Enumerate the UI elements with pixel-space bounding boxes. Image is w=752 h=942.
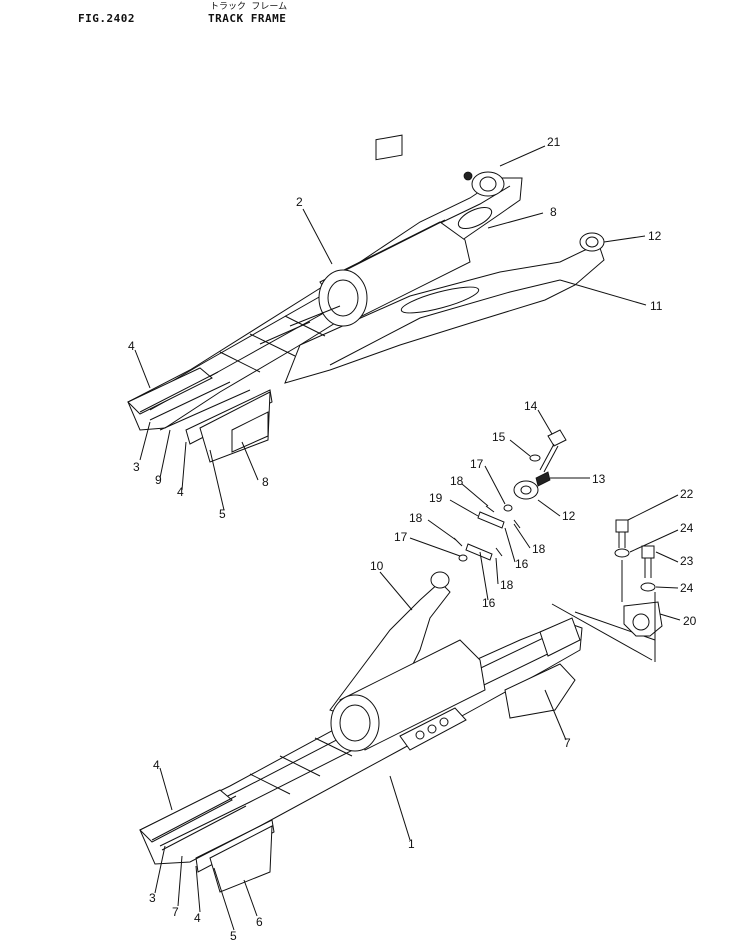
figure-title: TRACK FRAME [208,12,287,25]
callout-9: 9 [155,473,162,487]
callout-12-lower: 12 [562,509,576,523]
callout-17-a: 17 [470,457,484,471]
callout-7-right: 7 [564,736,571,750]
title-japanese: トラック フレーム [210,2,288,12]
callout-22: 22 [680,487,694,501]
callout-1: 1 [408,837,415,851]
callout-5-upper: 5 [219,507,226,521]
exploded-hardware [453,429,663,662]
callout-23: 23 [680,554,694,568]
callout-7-lower: 7 [172,905,179,919]
figure-number: FIG.2402 [78,12,135,25]
callout-21: 21 [547,135,561,149]
callout-3-upper: 3 [133,460,140,474]
callout-18-d: 18 [500,578,514,592]
callout-17-b: 17 [394,530,408,544]
callout-18-a: 18 [450,474,464,488]
callout-4-lower-a: 4 [153,758,160,772]
callout-2: 2 [296,195,303,209]
callout-16-b: 16 [482,596,496,610]
callout-4-upper-a: 4 [128,339,135,353]
callout-6: 6 [256,915,263,929]
callout-8-upper: 8 [550,205,557,219]
callout-18-c: 18 [409,511,423,525]
callout-14: 14 [524,399,538,413]
callout-11: 11 [650,299,663,313]
callout-24-b: 24 [680,581,694,595]
lower-track-frame [139,571,656,893]
callout-labels: 21 2 8 12 11 4 3 9 4 5 8 14 15 13 17 18 … [128,135,697,942]
callout-20: 20 [683,614,697,628]
callout-18-b: 18 [532,542,546,556]
callout-15: 15 [492,430,506,444]
callout-16-a: 16 [515,557,529,571]
callout-19: 19 [429,491,443,505]
callout-13: 13 [592,472,606,486]
callout-4-lower-b: 4 [194,911,201,925]
callout-3-lower: 3 [149,891,156,905]
upper-track-frame [127,134,605,463]
callout-5-lower: 5 [230,929,237,942]
callout-10: 10 [370,559,384,573]
leader-lines [134,145,681,931]
callout-8-lower: 8 [262,475,269,489]
callout-4-upper-b: 4 [177,485,184,499]
callout-24-a: 24 [680,521,694,535]
callout-12-upper: 12 [648,229,662,243]
